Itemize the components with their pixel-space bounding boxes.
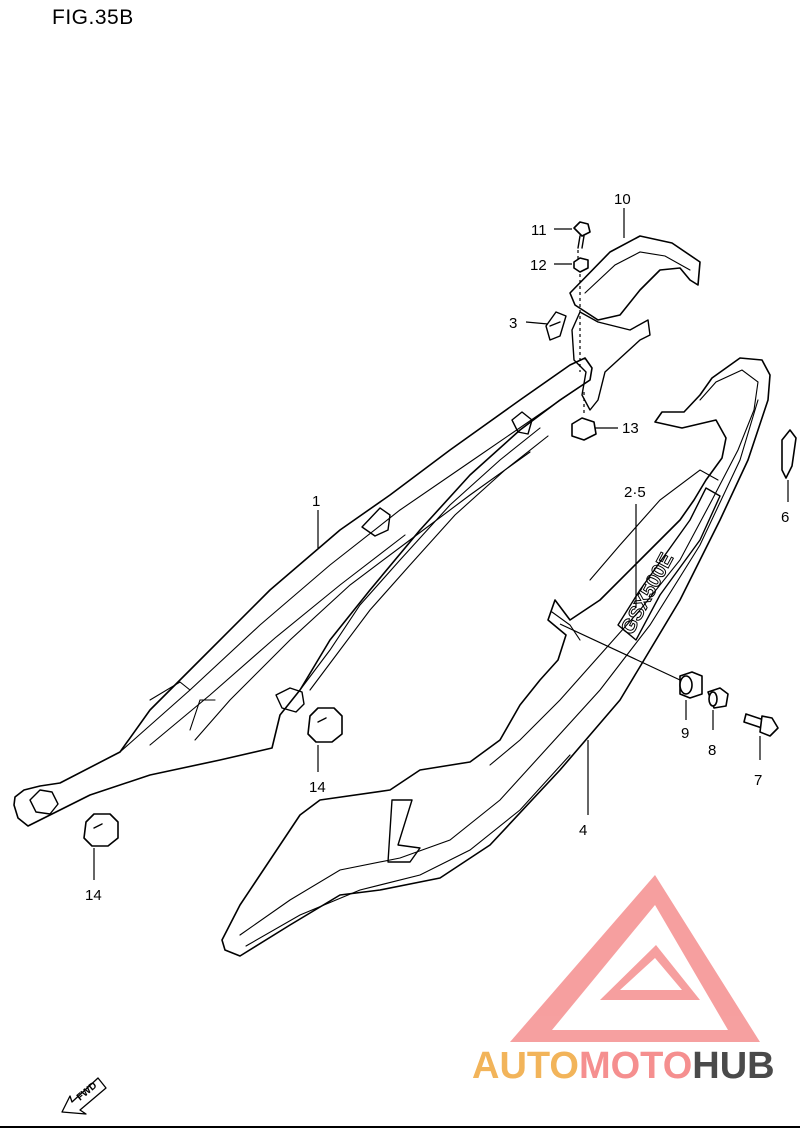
part-3-clip: [545, 311, 567, 341]
watermark-hub: HUB: [692, 1045, 774, 1087]
callout-9: 9: [681, 725, 689, 742]
callout-14-upper: 14: [309, 779, 326, 796]
part-4-right-side-cover: [221, 357, 771, 957]
callout-4: 4: [579, 822, 587, 839]
fwd-arrow-icon: FWD: [61, 1077, 107, 1115]
callout-6: 6: [781, 509, 789, 526]
part-14-grommet-lower: [83, 813, 119, 847]
callout-7: 7: [754, 772, 762, 789]
part-12-nut: [573, 257, 589, 273]
figure-title: FIG.35B: [52, 6, 134, 29]
watermark-text: AUTOMOTOHUB: [472, 1045, 775, 1087]
callout-11: 11: [531, 222, 547, 239]
part-1-left-frame-cover: [13, 357, 593, 827]
watermark-moto: MOTO: [579, 1045, 692, 1087]
callout-2-5: 2·5: [624, 484, 646, 501]
leader-lines: [93, 208, 789, 880]
watermark-auto: AUTO: [472, 1045, 579, 1087]
callout-8: 8: [708, 742, 716, 759]
callout-3: 3: [509, 315, 517, 332]
part-10-bracket: [569, 235, 701, 411]
part-11-screw: [573, 221, 591, 249]
part-6-emblem: [781, 429, 797, 479]
callout-10: 10: [614, 191, 631, 208]
part-8-spacer: [707, 687, 729, 709]
part-13-clip-nut: [571, 417, 597, 441]
watermark-logo: [510, 875, 760, 1042]
part-7-bolt: [743, 713, 779, 737]
callout-14-lower: 14: [85, 887, 102, 904]
callout-13: 13: [622, 420, 639, 437]
part-14-grommet-upper: [307, 707, 343, 743]
part-9-grommet: [679, 671, 703, 699]
callout-12: 12: [530, 257, 547, 274]
callout-1: 1: [312, 493, 320, 510]
